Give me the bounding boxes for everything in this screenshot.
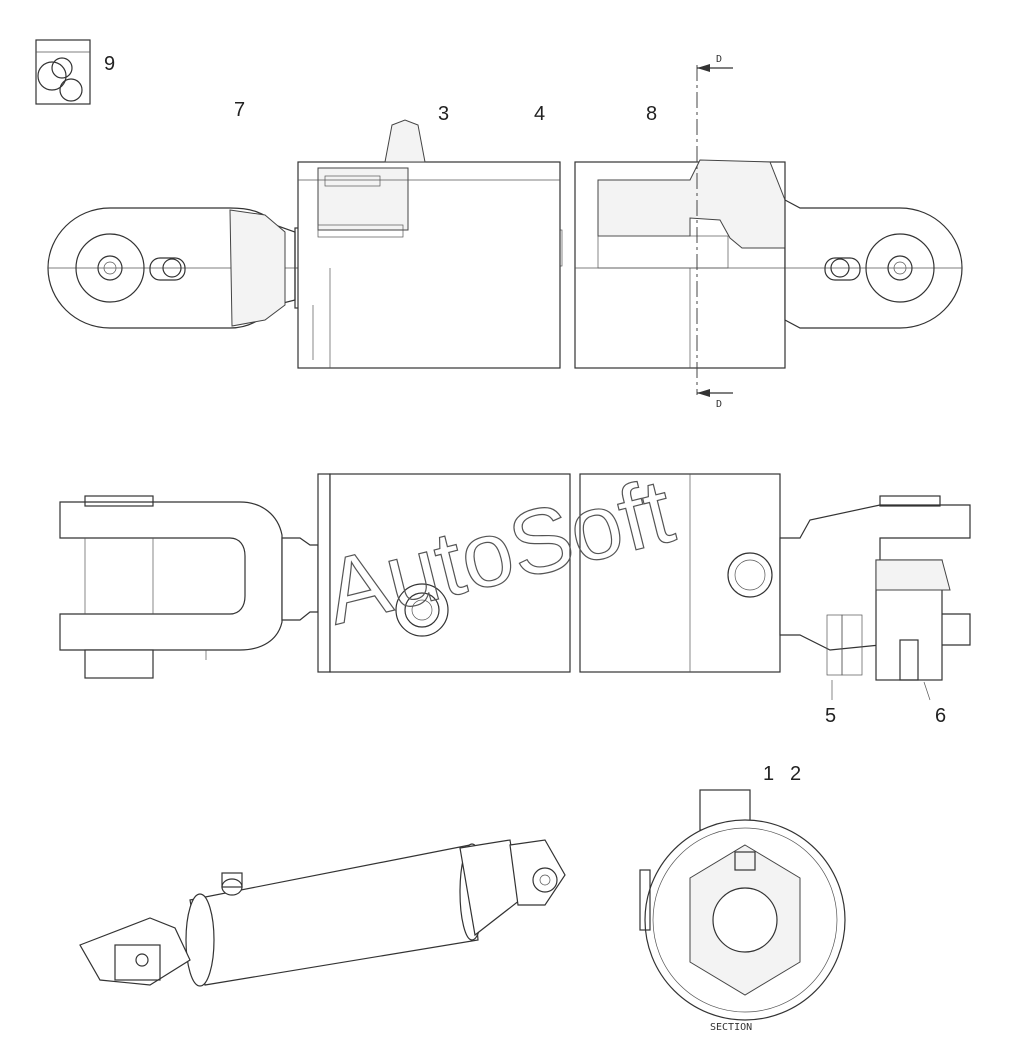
callout-8: 8 <box>646 103 657 125</box>
callout-3: 3 <box>438 103 449 125</box>
callout-labels: 9 7 3 4 8 5 6 1 2 <box>104 53 946 785</box>
section-marker-top: D <box>716 54 722 65</box>
seal-kit-icon <box>35 39 91 105</box>
callout-9: 9 <box>104 53 115 75</box>
cylinder-side-section-view <box>47 64 963 397</box>
cylinder-isometric-view <box>79 839 566 987</box>
callout-2: 2 <box>790 763 801 785</box>
section-d-d-view <box>639 789 846 1021</box>
callout-6: 6 <box>935 705 946 727</box>
callout-7: 7 <box>234 99 245 121</box>
cylinder-top-view <box>59 473 971 681</box>
callout-4: 4 <box>534 103 545 125</box>
callout-1: 1 <box>763 763 774 785</box>
section-marker-bottom: D <box>716 399 722 410</box>
section-caption: SECTION <box>710 1022 752 1033</box>
callout-5: 5 <box>825 705 836 727</box>
